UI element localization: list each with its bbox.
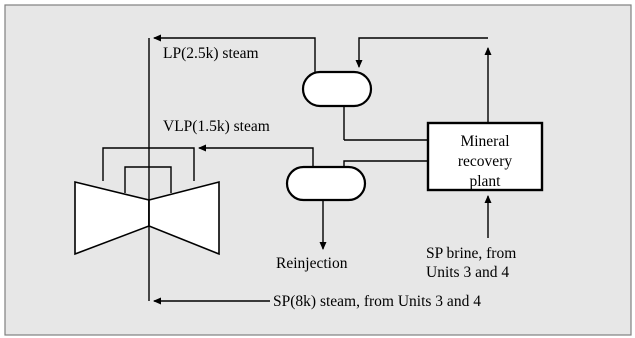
lp-separator bbox=[301, 70, 373, 108]
turbine-inner-pipe bbox=[124, 166, 172, 193]
mineral-label-1: Mineral bbox=[460, 133, 509, 150]
sp-steam-label: SP(8k) steam, from Units 3 and 4 bbox=[273, 293, 481, 310]
vlp-steam-label: VLP(1.5k) steam bbox=[163, 118, 270, 135]
mineral-label-2: recovery bbox=[458, 153, 512, 170]
top-loop-to-lp-separator bbox=[355, 37, 488, 68]
brine-label-2: Units 3 and 4 bbox=[426, 264, 509, 281]
lp-steam-label: LP(2.5k) steam bbox=[163, 45, 259, 62]
reinjection-label: Reinjection bbox=[276, 255, 348, 272]
mineral-recovery-plant bbox=[426, 121, 544, 192]
vlp-separator bbox=[285, 165, 367, 202]
vlp-steam-line bbox=[198, 144, 314, 167]
lp-steam-line bbox=[153, 34, 316, 72]
brine-label-1: SP brine, from bbox=[426, 245, 516, 262]
plant-to-vlp-separator bbox=[343, 160, 428, 167]
mineral-label-3: plant bbox=[470, 173, 502, 190]
